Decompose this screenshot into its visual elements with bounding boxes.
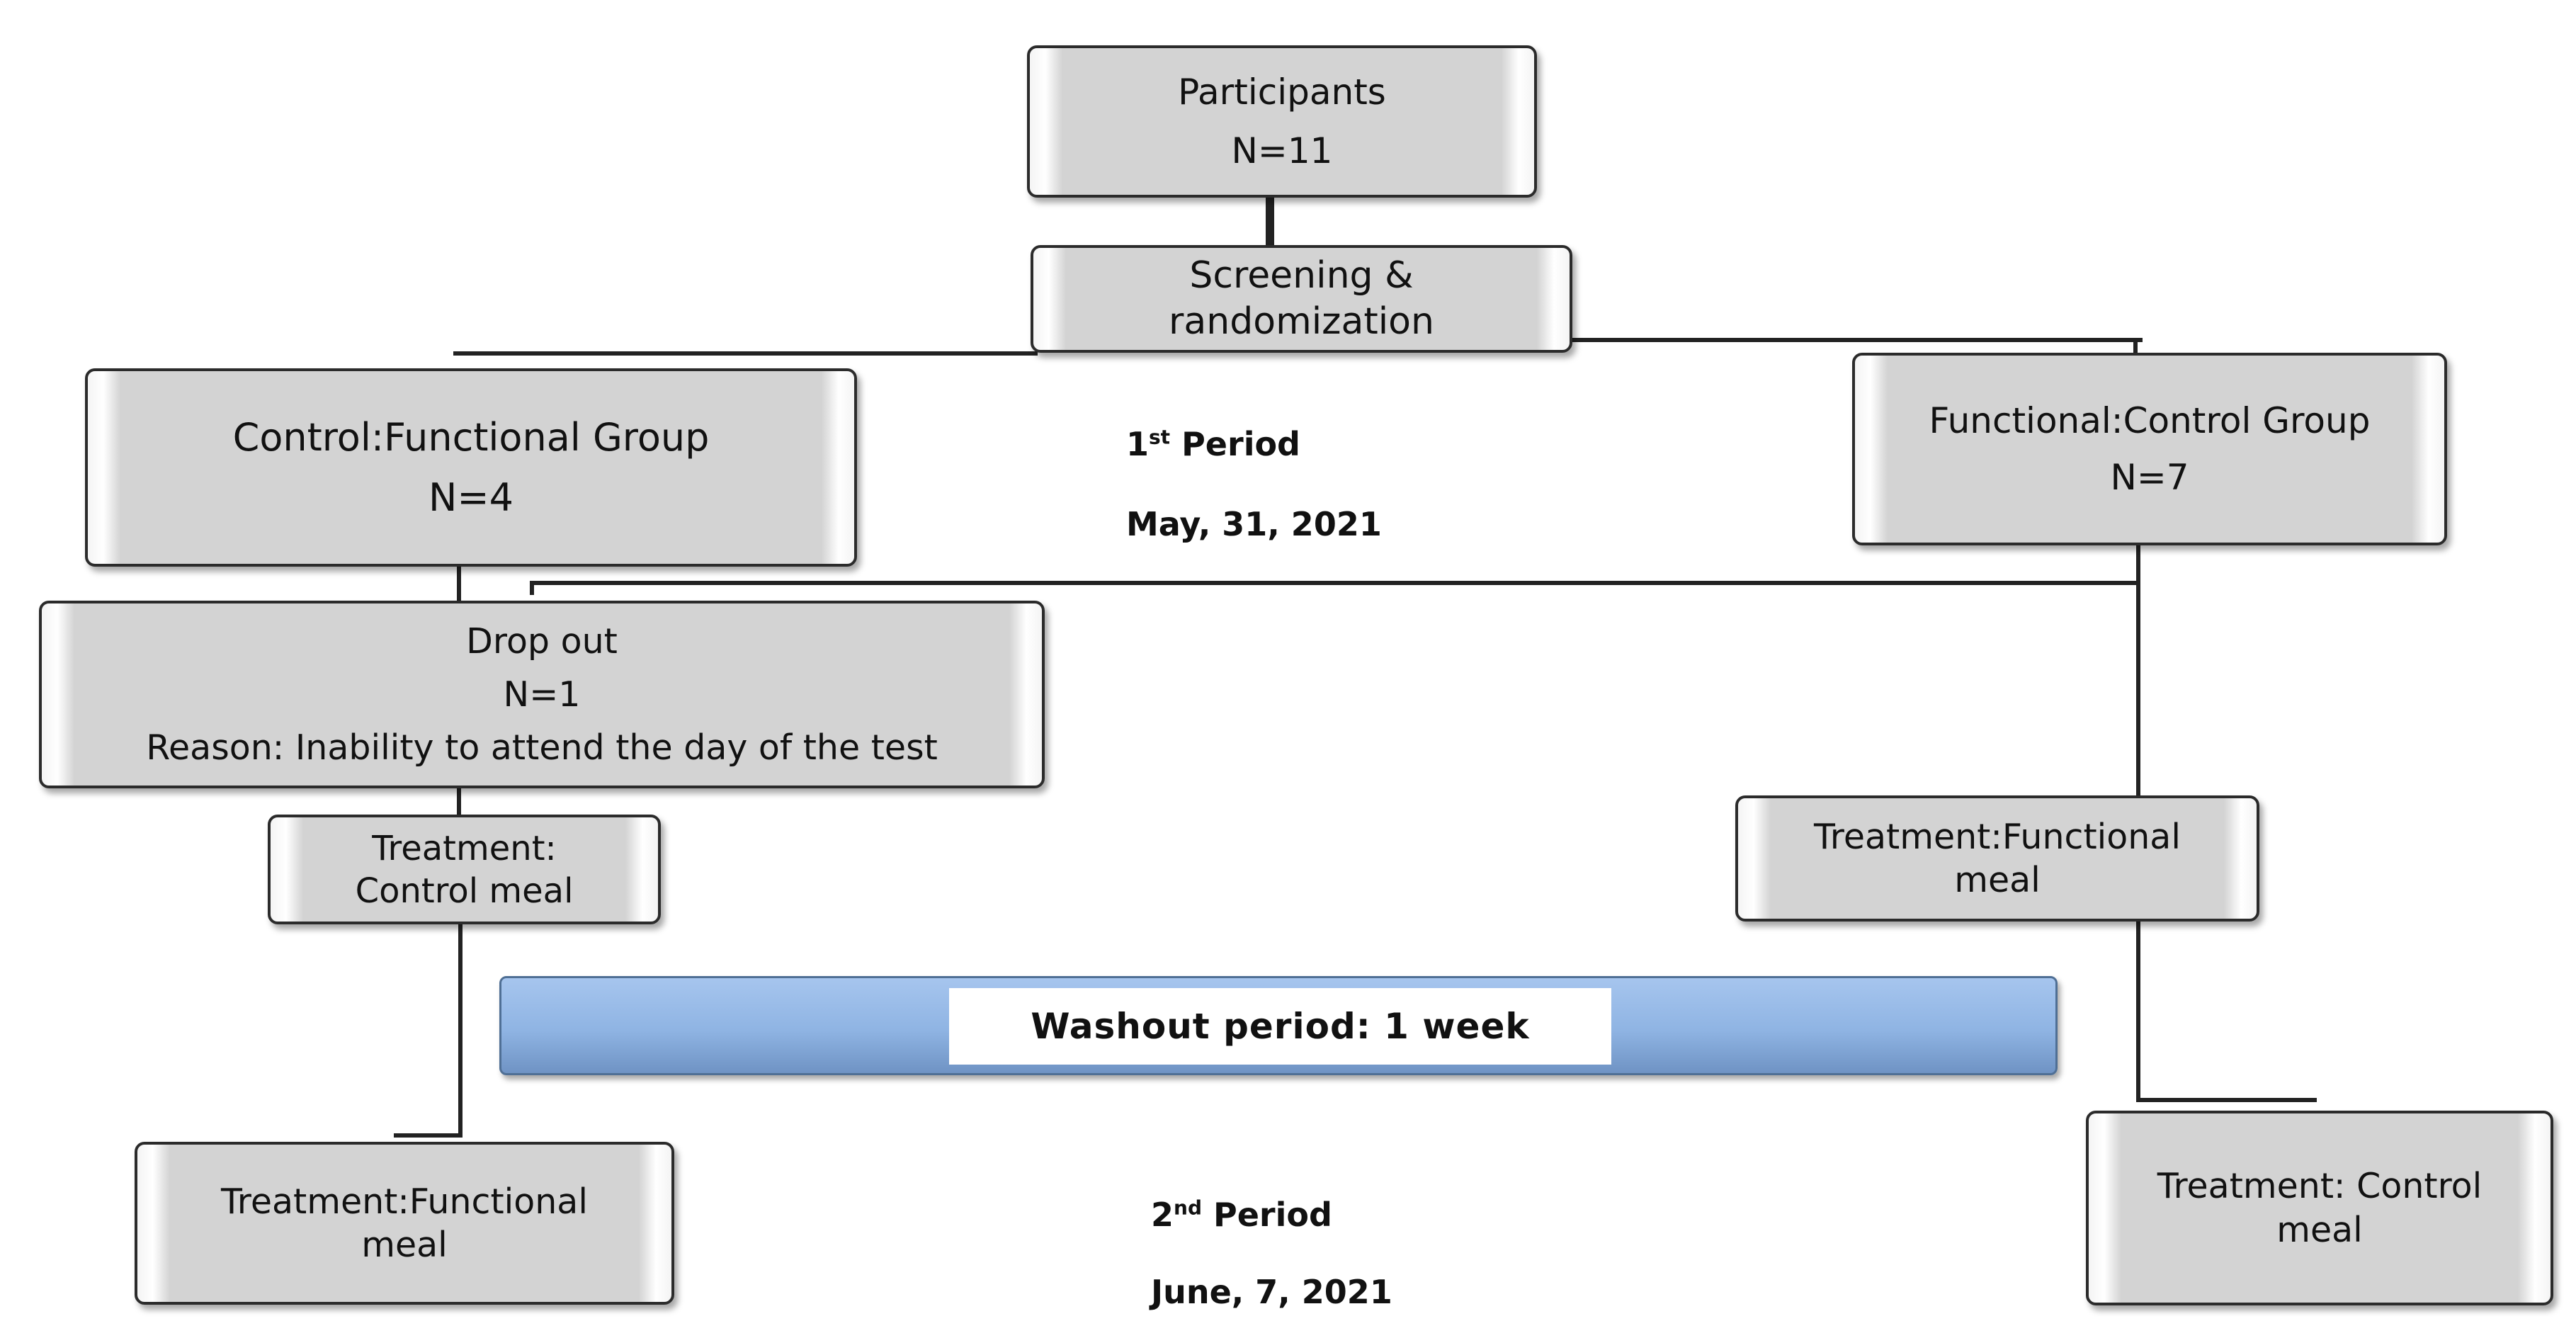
connector-branch-right bbox=[1572, 338, 2143, 342]
control-functional-group-title: Control:Functional Group bbox=[232, 414, 710, 460]
period-1-suffix: st bbox=[1149, 425, 1171, 449]
right-treatment-functional-line2: meal bbox=[1954, 860, 2041, 900]
connector-drop-treatment bbox=[457, 788, 461, 816]
screening-line1: Screening & bbox=[1189, 254, 1414, 297]
right-treatment-control-line1: Treatment: Control bbox=[2157, 1166, 2483, 1207]
connector-left-group-drop bbox=[457, 565, 461, 603]
right-treatment-control-line2: meal bbox=[2276, 1209, 2363, 1250]
connector-branch-left bbox=[453, 351, 1038, 356]
drop-out-reason: Reason: Inability to attend the day of t… bbox=[146, 727, 938, 769]
connector-right-vertical-2 bbox=[2136, 921, 2140, 1102]
left-treatment-control-line2: Control meal bbox=[355, 871, 574, 911]
connector-period-cross bbox=[530, 581, 2139, 585]
connector-cross-stub bbox=[530, 581, 534, 595]
period-1-date: May, 31, 2021 bbox=[1126, 505, 1382, 543]
control-functional-group-count: N=4 bbox=[429, 475, 514, 520]
left-treatment-control-line1: Treatment: bbox=[372, 828, 557, 868]
connector-right-vertical bbox=[2136, 545, 2140, 798]
drop-out-title: Drop out bbox=[466, 620, 618, 662]
right-treatment-functional-box: Treatment:Functional meal bbox=[1735, 795, 2259, 922]
connector-right-group-drop bbox=[2133, 341, 2138, 355]
left-treatment-control-box: Treatment: Control meal bbox=[268, 815, 661, 924]
screening-line2: randomization bbox=[1169, 300, 1434, 343]
left-treatment-functional-line1: Treatment:Functional bbox=[221, 1181, 588, 1222]
washout-label: Washout period: 1 week bbox=[949, 988, 1611, 1065]
period-2-heading: 2nd Period bbox=[1151, 1196, 1332, 1234]
screening-box: Screening & randomization bbox=[1031, 245, 1572, 353]
right-treatment-functional-line1: Treatment:Functional bbox=[1814, 816, 2181, 857]
period-2-word: Period bbox=[1213, 1196, 1332, 1234]
participants-title: Participants bbox=[1178, 72, 1386, 113]
connector-right-foot bbox=[2136, 1098, 2317, 1102]
connector-participants-screening bbox=[1266, 197, 1274, 246]
period-1-number: 1 bbox=[1126, 425, 1150, 463]
period-1-heading: 1st Period bbox=[1126, 425, 1300, 463]
period-2-suffix: nd bbox=[1174, 1196, 1202, 1220]
control-functional-group-box: Control:Functional Group N=4 bbox=[85, 368, 857, 567]
functional-control-group-box: Functional:Control Group N=7 bbox=[1852, 353, 2447, 545]
drop-out-count: N=1 bbox=[503, 674, 581, 715]
period-2-number: 2 bbox=[1151, 1196, 1174, 1234]
functional-control-group-count: N=7 bbox=[2110, 457, 2189, 498]
participants-box: Participants N=11 bbox=[1027, 45, 1537, 198]
left-treatment-functional-box: Treatment:Functional meal bbox=[135, 1142, 674, 1305]
right-treatment-control-box: Treatment: Control meal bbox=[2086, 1111, 2553, 1305]
drop-out-box: Drop out N=1 Reason: Inability to attend… bbox=[39, 601, 1045, 788]
participants-count: N=11 bbox=[1231, 130, 1333, 171]
period-2-date: June, 7, 2021 bbox=[1151, 1273, 1392, 1311]
functional-control-group-title: Functional:Control Group bbox=[1929, 399, 2371, 441]
washout-bar: Washout period: 1 week bbox=[499, 976, 2058, 1075]
period-1-word: Period bbox=[1181, 425, 1300, 463]
connector-left-foot bbox=[394, 1133, 463, 1138]
left-treatment-functional-line2: meal bbox=[361, 1225, 448, 1265]
connector-left-vertical bbox=[458, 923, 463, 1138]
